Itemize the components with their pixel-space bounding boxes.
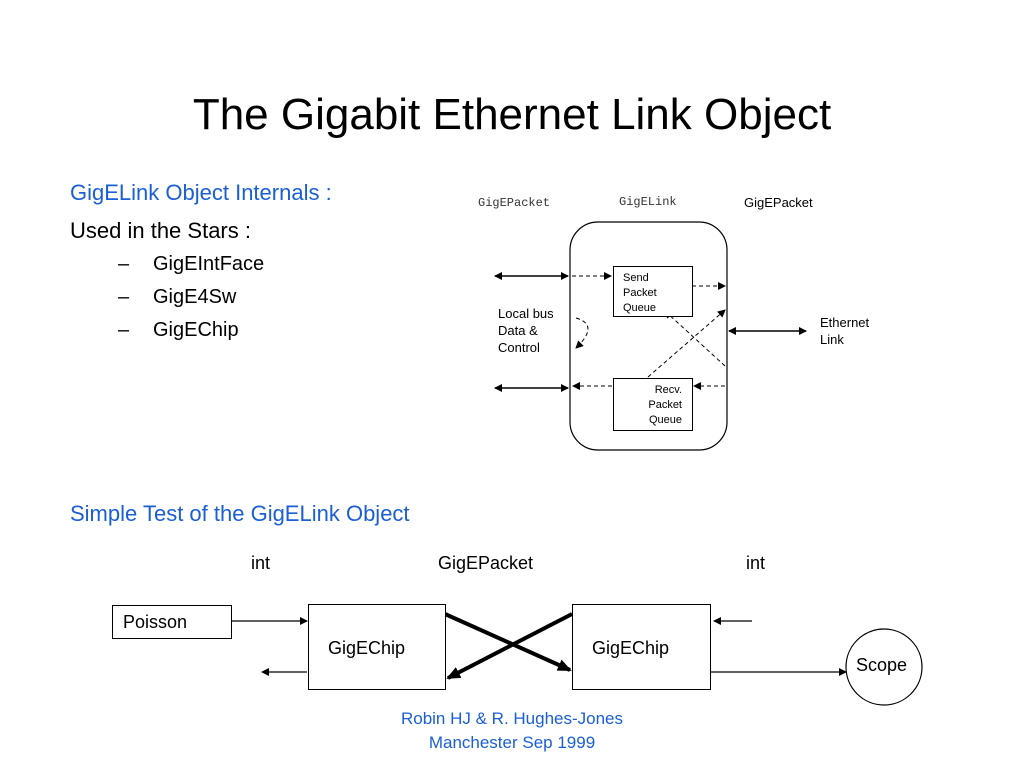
recv-queue-box: Recv. Packet Queue: [613, 378, 693, 431]
ethernet-link-label: Ethernet Link: [820, 314, 869, 348]
gigelink-box: [569, 221, 728, 451]
bullet-dash: –: [118, 253, 130, 275]
poisson-label: Poisson: [123, 612, 188, 632]
bullet-dash: –: [118, 286, 130, 308]
cross-arrow-right-to-left: [446, 612, 573, 680]
internals-heading: GigELink Object Internals :: [70, 180, 332, 205]
ethernet-line1: Ethernet: [820, 315, 870, 330]
label-int-right: int: [746, 553, 766, 573]
bullet-item-gige4sw: GigE4Sw: [153, 286, 237, 308]
recv-queue-line3: Queue: [648, 414, 682, 426]
scope-circle: [845, 628, 923, 706]
send-queue-line1: Send: [623, 272, 649, 284]
label-gigepacket-left: GigEPacket: [478, 196, 551, 210]
send-queue-line3: Queue: [623, 302, 657, 314]
scope-label: Scope: [856, 655, 908, 675]
gigechip-left-label: GigEChip: [328, 638, 406, 658]
poisson-box: Poisson: [112, 605, 232, 639]
label-gigepacket-right: GigEPacket: [744, 195, 813, 210]
cross-dashed-down: [664, 310, 726, 367]
bullet-item-gigeintface: GigEIntFace: [153, 253, 265, 275]
gigechip-right-box: GigEChip: [572, 604, 711, 690]
label-int-left: int: [251, 553, 271, 573]
local-bus-label: Local bus Data & Control: [498, 305, 554, 356]
used-in-text: Used in the Stars :: [70, 218, 251, 243]
slide-title: The Gigabit Ethernet Link Object: [192, 90, 832, 139]
label-gigelink: GigELink: [619, 195, 677, 209]
send-queue-box: Send Packet Queue: [613, 266, 693, 317]
gigechip-right-label: GigEChip: [592, 638, 670, 658]
gigechip-left-box: GigEChip: [308, 604, 446, 690]
label-gigepacket: GigEPacket: [438, 553, 534, 573]
footer-author: Robin HJ & R. Hughes-Jones: [400, 709, 624, 728]
recv-queue-line1: Recv.: [654, 384, 682, 396]
local-bus-curve-arrow: [575, 317, 589, 349]
cross-arrow-left-to-right: [444, 612, 572, 672]
recv-queue-line2: Packet: [648, 399, 682, 411]
ethernet-line2: Link: [820, 332, 844, 347]
local-bus-line1: Local bus: [498, 306, 554, 321]
cross-dashed-up: [647, 309, 726, 378]
local-bus-line3: Control: [498, 340, 540, 355]
test-heading: Simple Test of the GigELink Object: [70, 501, 410, 526]
bullet-dash: –: [118, 319, 130, 341]
footer-place-date: Manchester Sep 1999: [428, 733, 596, 752]
local-bus-line2: Data &: [498, 323, 538, 338]
bullet-item-gigechip: GigEChip: [153, 319, 239, 341]
send-queue-line2: Packet: [623, 287, 657, 299]
